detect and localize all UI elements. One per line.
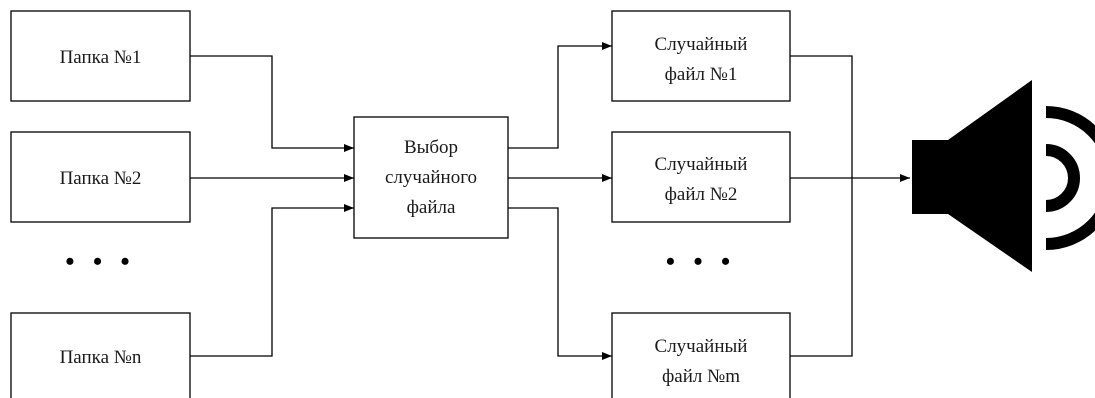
file-m-line-2: файл №m bbox=[662, 366, 740, 387]
edge-selector-to-file1 bbox=[508, 42, 612, 149]
random-selector-box: Выбор случайного файла bbox=[353, 116, 509, 239]
speaker-icon bbox=[912, 80, 1095, 272]
folder-label-n: Папка №n bbox=[60, 347, 142, 368]
file-1-line-1: Случайный bbox=[655, 34, 748, 55]
edge-folder1-to-selector bbox=[190, 55, 354, 152]
selector-line-2: случайного bbox=[385, 167, 477, 188]
files-ellipsis: • • • bbox=[666, 247, 736, 276]
file-1-line-2: файл №1 bbox=[665, 64, 738, 85]
folder-label-2: Папка №2 bbox=[60, 168, 142, 189]
file-box-1: Случайный файл №1 bbox=[611, 10, 791, 102]
edge-file1-to-speaker bbox=[790, 55, 853, 178]
connectors bbox=[190, 42, 910, 360]
file-box-m: Случайный файл №m bbox=[611, 312, 791, 398]
selector-line-1: Выбор bbox=[404, 137, 458, 158]
folders-ellipsis: • • • bbox=[65, 247, 135, 276]
edge-foldern-to-selector bbox=[190, 204, 354, 357]
file-2-line-2: файл №2 bbox=[665, 184, 738, 205]
folder-box-1: Папка №1 bbox=[10, 10, 191, 102]
file-m-line-1: Случайный bbox=[655, 336, 748, 357]
selector-line-3: файла bbox=[407, 197, 456, 218]
edge-filem-to-speaker bbox=[790, 178, 853, 357]
file-2-line-1: Случайный bbox=[655, 154, 748, 175]
edge-selector-to-filem bbox=[508, 207, 612, 360]
folder-box-2: Папка №2 bbox=[10, 131, 191, 223]
folder-box-n: Папка №n bbox=[10, 312, 191, 398]
file-box-2: Случайный файл №2 bbox=[611, 131, 791, 223]
folder-label-1: Папка №1 bbox=[60, 47, 142, 68]
